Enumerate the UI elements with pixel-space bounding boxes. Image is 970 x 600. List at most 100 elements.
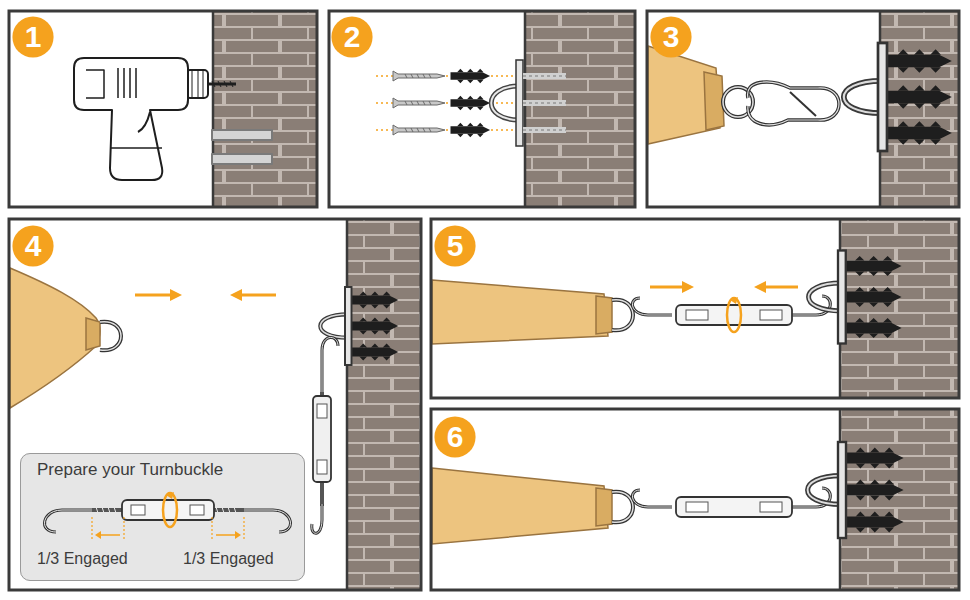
turnbuckle-figure-part [240, 510, 290, 532]
panel-frame [9, 11, 959, 590]
callout-number: 6 [447, 422, 464, 452]
panel-frame-part [329, 11, 635, 207]
tensioned-figure [432, 442, 904, 544]
badge-disc [12, 16, 53, 57]
anchor-figure-part [523, 76, 566, 130]
badge-disc [12, 225, 53, 266]
tensioned-figure-part [632, 490, 672, 507]
anchor-figure-part [393, 71, 445, 81]
drill-figure-part [186, 70, 208, 98]
carabiner-figure-part [704, 72, 724, 130]
turnbuckle-figure-part [100, 534, 236, 536]
tensioning-figure [432, 251, 902, 345]
drill-figure-part [212, 154, 272, 164]
panel-frame-part [647, 11, 959, 207]
turnbuckle-figure-part [10, 268, 100, 408]
engagement-note: 1/3 Engaged [37, 550, 128, 568]
anchor-figure-part [393, 125, 445, 135]
carabiner-figure-part [844, 43, 952, 151]
turnbuckle-figure-part [240, 510, 290, 532]
anchor-figure-part [451, 123, 491, 137]
tensioning-figure-part [764, 286, 798, 289]
turnbuckle-figure [10, 268, 398, 581]
tensioning-figure-part [809, 251, 902, 344]
turnbuckle-figure-part [230, 289, 242, 301]
tensioning-figure-part [596, 296, 612, 334]
tensioning-figure-part [632, 298, 672, 315]
brick-wall-part [213, 12, 316, 206]
anchor-figure [376, 60, 566, 146]
tensioned-figure-part [612, 492, 633, 523]
tensioned-figure-part [432, 468, 608, 544]
brick-wall-part [347, 220, 420, 589]
turnbuckle-figure-part [163, 493, 177, 527]
tensioning-figure-part [686, 310, 708, 320]
tensioned-figure-part [596, 488, 612, 526]
turnbuckle-figure-part [45, 510, 95, 532]
anchor-figure-part [376, 76, 520, 130]
tensioning-figure-part [612, 300, 633, 331]
turnbuckle-figure-part [312, 504, 322, 533]
turnbuckle-figure-part [122, 500, 214, 520]
carabiner-figure-part [790, 92, 816, 116]
engagement-note: 1/3 Engaged [183, 550, 274, 568]
callout-number: 5 [447, 231, 464, 261]
turnbuckle-figure-part [170, 289, 182, 301]
drill-figure-part [74, 58, 188, 180]
badge-disc [331, 16, 372, 57]
badge-disc [434, 225, 475, 266]
brick-wall-part [525, 12, 634, 206]
anchor-figure-part [491, 86, 519, 120]
anchor-figure-part [451, 96, 491, 110]
tensioning-figure-part [760, 310, 782, 320]
turnbuckle-figure-part [312, 504, 322, 533]
tensioning-figure-part [612, 300, 633, 331]
turnbuckle-figure-part [135, 294, 172, 297]
callout-number: 4 [25, 231, 42, 261]
anchor-figure-part [491, 86, 519, 120]
turnbuckle-figure-part [317, 460, 327, 474]
brick-wall-part [840, 410, 959, 589]
anchor-figure-part [451, 69, 491, 83]
badge-disc [434, 416, 475, 457]
anchor-figure-part [516, 60, 523, 146]
anchor-figure-part [393, 98, 445, 108]
carabiner-figure-part [748, 82, 839, 125]
turnbuckle-figure-part [92, 517, 244, 540]
turnbuckle-figure-part [320, 287, 398, 365]
tensioning-figure-part [727, 298, 741, 332]
anchor-figure-part [523, 76, 566, 130]
drill-figure-part [118, 68, 136, 98]
drill-figure [74, 58, 272, 180]
tensioning-figure-part [632, 298, 672, 315]
tensioned-figure-part [686, 502, 708, 512]
carabiner-figure [648, 43, 952, 151]
brick-wall [213, 12, 959, 589]
step-badge: 6 [434, 416, 476, 458]
step-badge: 3 [650, 16, 692, 58]
tensioning-figure-part [682, 281, 694, 293]
turnbuckle-figure-part [45, 510, 95, 532]
turnbuckle-figure-part [317, 404, 327, 418]
tensioned-figure-part [632, 490, 672, 507]
turnbuckle-figure-part [131, 505, 145, 515]
step-badge: 2 [331, 16, 373, 58]
turnbuckle-figure-part [313, 396, 331, 482]
turnbuckle-figure-part [100, 322, 121, 351]
tensioned-figure-part [760, 502, 782, 512]
inset-heading: Prepare your Turnbuckle [37, 460, 223, 480]
turnbuckle-figure-part [86, 318, 100, 350]
tensioning-figure-part [676, 305, 792, 325]
turnbuckle-figure-part [190, 505, 204, 515]
callout-number: 3 [663, 22, 680, 52]
drill-figure-part [138, 112, 150, 132]
tensioning-figure-part [650, 286, 684, 289]
carabiner-figure-part [748, 82, 839, 125]
panel-frame-part [9, 11, 317, 207]
brick-wall-part [880, 12, 959, 206]
tensioning-figure-part [730, 297, 738, 304]
brick-wall-part [840, 220, 959, 397]
step-badge: 1 [12, 16, 54, 58]
